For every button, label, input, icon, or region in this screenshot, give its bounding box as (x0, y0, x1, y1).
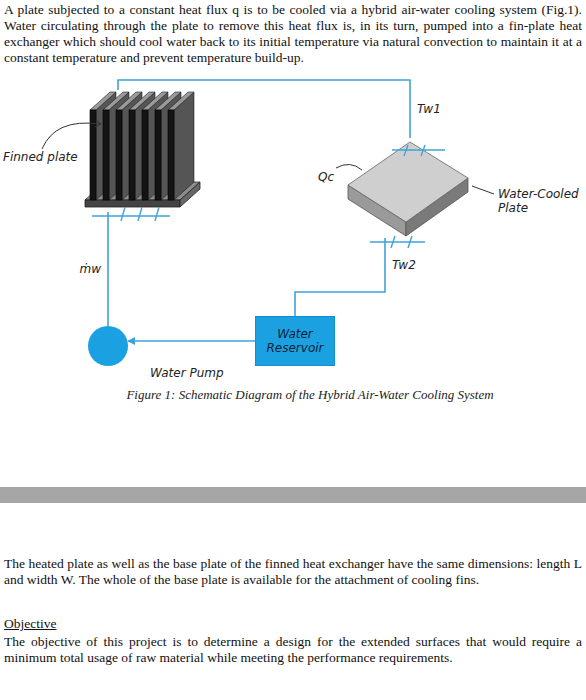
pipe-connector (295, 238, 385, 316)
fin-front (168, 110, 174, 200)
fin-front (142, 110, 148, 200)
fin-base-front (85, 200, 180, 207)
fin-front (116, 110, 122, 200)
fin-array (90, 92, 194, 200)
node-text: Water Pump (150, 366, 224, 380)
plate-top-face (348, 142, 468, 222)
node-text: Water Reservoir (260, 327, 330, 355)
water-cooled-plate: Water-Cooled Plate (345, 138, 470, 238)
water-pump: Water Pump (88, 326, 128, 366)
edge-label: Tw2 (391, 258, 417, 272)
intro-paragraph: A plate subjected to a constant heat flu… (4, 2, 582, 66)
pipe-connector (107, 212, 109, 326)
fin-front (155, 110, 161, 200)
fin-top (168, 92, 194, 110)
body-paragraph: The objective of this project is to dete… (4, 634, 582, 666)
fin-front (103, 110, 109, 200)
edge-label: Tw1 (416, 102, 442, 116)
body-paragraph: The heated plate as well as the base pla… (4, 556, 582, 588)
finned-plate: Finned plate (84, 90, 202, 212)
section-heading: Objective (4, 616, 56, 632)
heat-arc (336, 164, 362, 170)
leader-line (42, 123, 100, 149)
figure-caption: Figure 1: Schematic Diagram of the Hybri… (110, 387, 510, 403)
fin-front (129, 110, 135, 200)
pipe-connector (118, 80, 410, 138)
edge-label: ṁw (78, 262, 102, 276)
node-text: Finned plate (3, 150, 83, 164)
fin-side (174, 92, 194, 200)
plate-pipe-stubs (370, 145, 445, 248)
water-reservoir: Water Reservoir (255, 316, 335, 366)
leader-arrow (95, 120, 101, 127)
pipe-connector (128, 340, 255, 342)
leader-line (472, 186, 494, 194)
node-text: Water-Cooled Plate (498, 187, 582, 215)
heat-label: Qc (318, 170, 334, 184)
separator-bar (0, 487, 586, 503)
pipe-stubs (92, 207, 170, 221)
